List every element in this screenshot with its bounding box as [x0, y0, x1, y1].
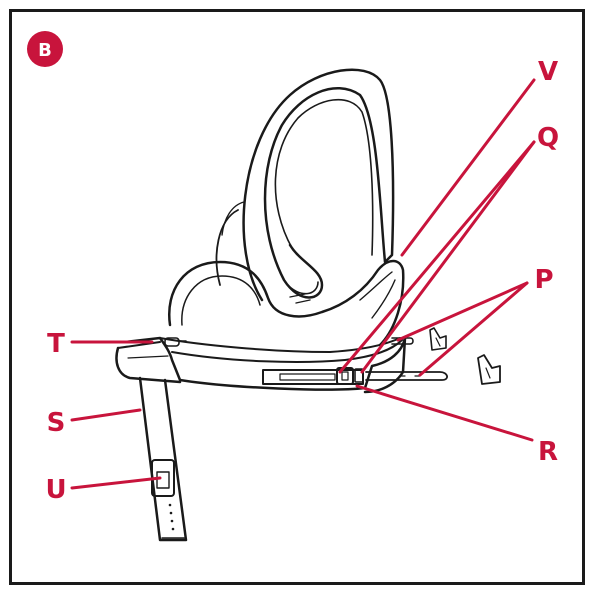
leader-v	[400, 78, 536, 257]
leader-q-1	[338, 140, 536, 374]
leader-lines	[70, 78, 536, 490]
isofix-connector-icon	[429, 327, 501, 385]
label-p: P	[534, 265, 553, 295]
leader-r	[355, 384, 534, 442]
label-u: U	[45, 475, 66, 505]
leader-s	[70, 408, 142, 422]
leader-u	[70, 476, 162, 490]
leader-p-2	[418, 281, 529, 377]
label-t: T	[47, 329, 65, 359]
leg-adjuster-icon	[168, 503, 175, 531]
leader-p-1	[396, 281, 529, 342]
label-s: S	[47, 408, 66, 438]
part-labels: V Q P R T S U	[45, 57, 559, 505]
label-r: R	[538, 437, 558, 467]
figure-badge: B	[27, 31, 63, 67]
label-v: V	[538, 57, 558, 87]
car-seat-illustration	[115, 68, 501, 542]
support-leg	[138, 376, 188, 542]
badge-letter: B	[38, 40, 52, 61]
badge-circle	[27, 31, 63, 67]
leader-q-2	[360, 140, 536, 374]
label-q: Q	[537, 123, 559, 153]
